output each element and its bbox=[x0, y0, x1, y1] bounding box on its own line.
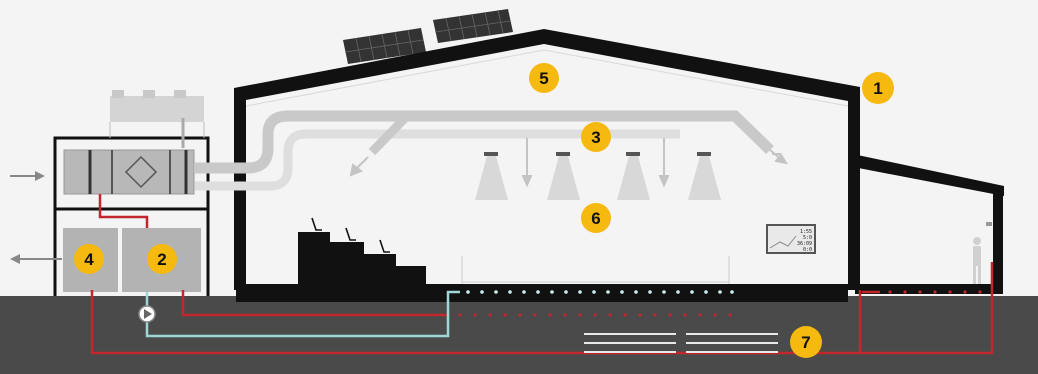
ceiling-light-icon bbox=[617, 152, 650, 200]
ceiling-light-icon bbox=[688, 152, 721, 200]
display-panel: 1:55 5:0 36:09 0:0 bbox=[766, 224, 816, 254]
annex-wall bbox=[993, 190, 1003, 290]
seat-icon bbox=[379, 239, 390, 253]
red-pipes bbox=[90, 194, 994, 355]
cyan-pipes bbox=[145, 290, 460, 338]
badge-label: 2 bbox=[157, 250, 166, 269]
display-line: 36:09 bbox=[797, 241, 812, 247]
display-line: 1:55 bbox=[800, 229, 812, 235]
heat-exchanger-icon bbox=[124, 155, 158, 189]
red-dotted-pipe bbox=[458, 290, 982, 317]
cyan-dotted-pipe bbox=[466, 290, 734, 294]
supply-duct-branch bbox=[368, 114, 409, 156]
stage-area bbox=[461, 256, 730, 284]
seating-tiers bbox=[298, 232, 426, 284]
technical-room bbox=[53, 136, 210, 296]
display-line: 0:0 bbox=[803, 247, 812, 253]
arrow-right-icon bbox=[10, 171, 45, 181]
badge-1: 1 bbox=[862, 72, 894, 104]
badge-7: 7 bbox=[790, 326, 822, 358]
badge-4: 4 bbox=[74, 244, 104, 274]
annex-floor-slab bbox=[855, 284, 1003, 294]
solar-panel-icon bbox=[343, 28, 426, 64]
person-icon bbox=[973, 237, 981, 284]
ceiling-line bbox=[245, 49, 849, 107]
seat-icon bbox=[311, 217, 322, 231]
badge-label: 1 bbox=[873, 79, 882, 98]
badge-label: 6 bbox=[591, 209, 600, 228]
badge-label: 5 bbox=[539, 69, 548, 88]
roof-unit bbox=[109, 90, 205, 148]
ceiling-light-icon bbox=[547, 152, 580, 200]
pump-icon bbox=[138, 305, 156, 323]
badge-3: 3 bbox=[581, 122, 611, 152]
arrow-left-icon bbox=[10, 254, 62, 264]
badge-label: 7 bbox=[801, 333, 810, 352]
badge-2: 2 bbox=[147, 244, 177, 274]
return-duct bbox=[195, 129, 680, 191]
air-flow-arrows bbox=[349, 138, 789, 188]
ground-collector bbox=[584, 333, 778, 353]
floor-slab bbox=[236, 284, 848, 302]
badge-6: 6 bbox=[581, 203, 611, 233]
badge-label: 4 bbox=[84, 250, 94, 269]
air-handling-unit bbox=[63, 149, 195, 195]
badge-label: 3 bbox=[591, 128, 600, 147]
display-line: 5:0 bbox=[803, 235, 812, 241]
annex-fixture bbox=[986, 222, 992, 226]
solar-panel-icon bbox=[433, 9, 513, 43]
seat-icon bbox=[345, 227, 356, 241]
badge-5: 5 bbox=[529, 63, 559, 93]
ceiling-light-icon bbox=[475, 152, 508, 200]
annex-roof bbox=[848, 153, 1004, 196]
supply-duct bbox=[195, 110, 774, 174]
